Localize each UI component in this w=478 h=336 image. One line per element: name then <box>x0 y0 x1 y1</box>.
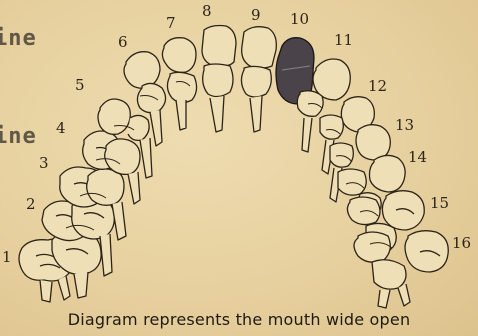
tooth-number-12: 12 <box>368 79 387 94</box>
tooth-number-16: 16 <box>452 236 471 251</box>
tooth-central-9 <box>241 27 276 132</box>
tooth-number-13: 13 <box>395 118 414 133</box>
tooth-number-9: 9 <box>251 8 261 23</box>
tooth-number-2: 2 <box>26 197 36 212</box>
tooth-number-11: 11 <box>334 33 353 48</box>
tooth-number-4: 4 <box>56 121 66 136</box>
tooth-number-14: 14 <box>408 150 427 165</box>
tooth-number-6: 6 <box>118 35 128 50</box>
tooth-number-8: 8 <box>202 4 212 19</box>
tooth-central-8 <box>202 26 236 133</box>
tooth-number-7: 7 <box>166 16 176 31</box>
tooth-left-molar-1b <box>52 231 101 298</box>
tooth-number-15: 15 <box>430 196 449 211</box>
tooth-number-5: 5 <box>75 78 85 93</box>
tooth-number-10: 10 <box>290 12 309 27</box>
tooth-left-central-7 <box>162 38 196 130</box>
diagram-caption: Diagram represents the mouth wide open <box>0 310 478 329</box>
tooth-right-molar-16 <box>354 231 448 308</box>
tooth-number-3: 3 <box>39 156 49 171</box>
tooth-number-1: 1 <box>2 250 12 265</box>
